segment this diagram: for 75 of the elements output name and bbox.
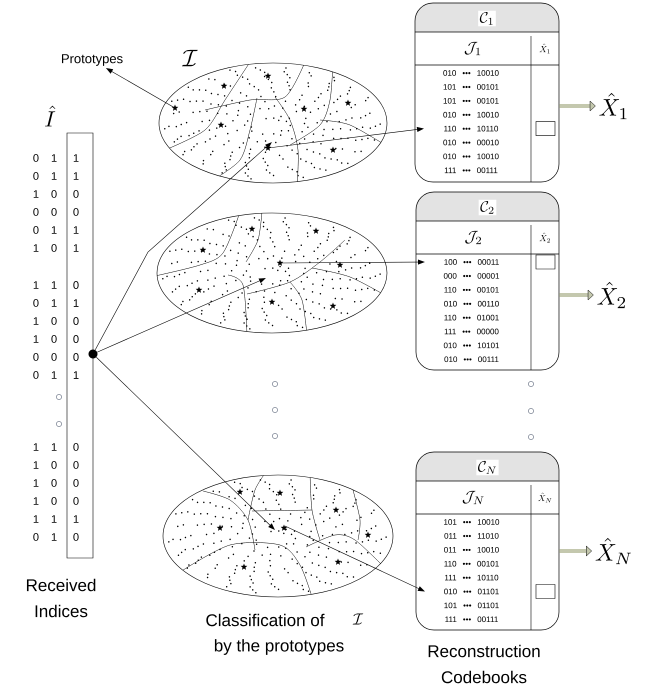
block-arrow [559,100,596,112]
bit-pair: 0 1 [33,299,57,307]
point-cloud-drawing [162,474,394,598]
output-symbol: $\hat{X}_1$ [599,92,626,120]
table-row: 101 ••• 00101 [444,84,499,90]
bit-pair: 0 1 [33,172,57,180]
table-row: 010 ••• 10010 [443,154,499,160]
caption-text: by the prototypes [214,639,344,655]
column-header: $\hat{X}_1$ [539,44,550,54]
vector-symbol: $\hat{I}$ [45,106,56,126]
bit-column: 0 1 0 0 0 1 [73,281,79,379]
table-row: 011 ••• 11010 [444,533,499,539]
annotation-text: Prototypes [62,54,123,66]
block-arrow [559,290,594,300]
table-row: 111 ••• 00111 [444,167,498,174]
block-arrow [559,546,592,556]
table-row: 010 ••• 01101 [444,588,499,594]
table-row: 110 ••• 01001 [444,314,499,320]
caption-text: Received Indices [26,578,96,618]
table-row: 010 ••• 10010 [443,70,499,76]
index-vector-box [45,106,94,558]
bit-pair: 1 0 [34,190,57,198]
bit-column: 0 0 0 0 1 0 [73,443,79,541]
table-row: 010 ••• 00111 [444,356,498,362]
table-row: 111 ••• 00000 [444,328,499,334]
table-row: 010 ••• 10010 [443,112,499,118]
column-header: $\hat{X}_2$ [539,232,550,242]
bit-pair: 1 0 [34,244,57,252]
table-row: 010 ••• 00010 [443,140,499,146]
table-row: 000 ••• 00001 [444,273,500,279]
bit-pair: 0 0 [33,208,57,216]
codebook-table [416,192,560,370]
bit-pair: 1 0 [34,335,57,343]
codebook-table [414,2,560,182]
table-row: 110 ••• 00101 [444,286,499,293]
table-row: 111 ••• 10110 [445,574,498,580]
bit-pair: 0 1 [33,154,57,162]
arrow [96,356,275,530]
bit-pair: 1 0 [34,317,57,325]
bit-pair: 0 1 [33,371,57,379]
table-row: 110 ••• 10110 [444,126,498,132]
bit-pair: 1 0 [34,497,57,505]
point-cloud-drawing [156,212,388,334]
bit-pair: 1 1 [34,515,57,523]
bit-pair: 1 1 [34,443,57,451]
arrow [94,142,272,350]
table-row: 011 ••• 10010 [444,546,499,553]
table-row: 010 ••• 10101 [444,342,500,348]
column-header: $\mathcal{J}_1$ [464,42,480,56]
table-row: 101 ••• 00101 [444,98,499,104]
table-row: 110 ••• 00101 [444,560,499,567]
output-symbol: $\hat{X}_2$ [597,282,626,308]
bit-pair: 0 0 [33,353,57,361]
table-row: 101 ••• 10010 [444,519,500,525]
bit-pair: 1 1 [34,281,57,289]
table-title: $\mathcal{C}_1$ [478,10,496,26]
column-header: $\hat{X}_N$ [538,492,552,502]
bit-column: 1 1 0 0 1 1 [73,154,79,252]
junction-dot [88,350,98,358]
table-row: 101 ••• 01101 [444,602,499,608]
column-header: $\mathcal{J}_N$ [462,490,484,504]
bit-pair: 1 0 [34,479,57,487]
table-row: 010 ••• 00110 [444,300,499,307]
table-row: 111 ••• 00111 [445,616,498,622]
bit-pair: 0 1 [33,533,57,541]
column-header: $\mathcal{J}_2$ [465,230,481,244]
bit-pair: 0 1 [33,226,57,234]
bit-pair: 1 0 [34,461,57,469]
set-symbol: $\mathcal{I}$ [182,50,198,66]
set-symbol: $\mathcal{I}$ [352,614,364,624]
table-row: 100 ••• 00011 [444,259,499,265]
codebook-table [416,452,560,630]
caption-text: Classification of [206,614,324,626]
table-title: $\mathcal{C}_2$ [478,200,496,216]
output-symbol: $\hat{X}_N$ [596,538,631,564]
